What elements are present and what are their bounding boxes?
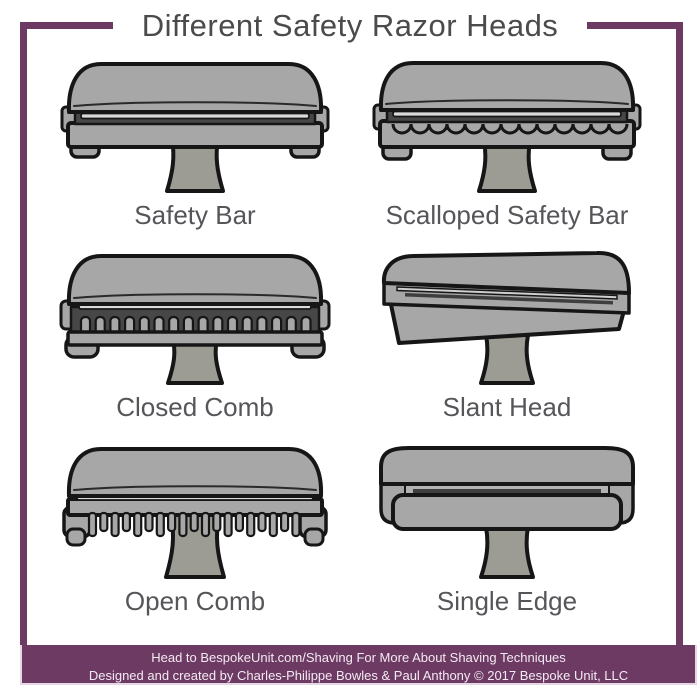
razor-cell-open-comb: Open Comb <box>40 441 350 617</box>
frame-left-border <box>20 22 27 645</box>
page-title: Different Safety Razor Heads <box>141 8 559 43</box>
frame-right-border <box>676 22 683 645</box>
razor-label-closed-comb: Closed Comb <box>116 392 274 422</box>
razor-label-slant-head: Slant Head <box>442 392 572 422</box>
single-edge-razor-illustration <box>379 446 635 579</box>
razor-cell-single-edge: Single Edge <box>352 441 662 617</box>
open-comb-razor-illustration <box>62 447 328 579</box>
scalloped-safety-bar-razor-illustration <box>372 61 642 193</box>
safety-bar-razor-illustration <box>60 62 330 193</box>
razor-label-single-edge: Single Edge <box>436 586 578 616</box>
footer-line-1: Head to BespokeUnit.com/Shaving For More… <box>151 650 566 665</box>
closed-comb-razor-illustration <box>59 254 331 385</box>
razor-label-safety-bar: Safety Bar <box>134 200 256 230</box>
razor-label-scalloped-safety-bar: Scalloped Safety Bar <box>385 200 629 230</box>
razor-cell-slant-head: Slant Head <box>352 247 662 423</box>
razor-cell-safety-bar: Safety Bar <box>40 55 350 231</box>
razor-cell-scalloped-safety-bar: Scalloped Safety Bar <box>352 55 662 231</box>
razor-cell-closed-comb: Closed Comb <box>40 247 350 423</box>
frame-top-left-border <box>20 22 113 29</box>
razor-label-open-comb: Open Comb <box>124 586 266 616</box>
slant-head-razor-illustration <box>381 250 631 385</box>
footer-line-2: Designed and created by Charles-Philippe… <box>88 668 629 684</box>
footer-band: Head to BespokeUnit.com/Shaving For More… <box>20 645 697 685</box>
frame-top-right-border <box>587 22 683 29</box>
